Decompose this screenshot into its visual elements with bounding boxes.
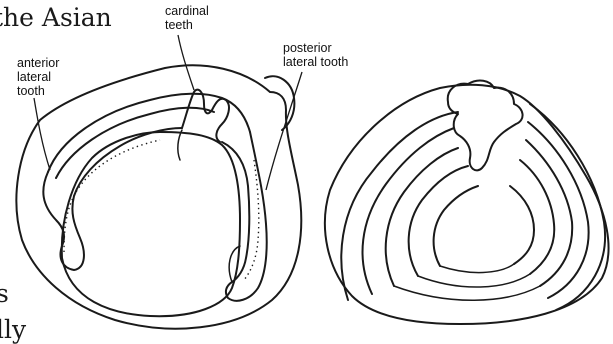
growth-line-5-right bbox=[510, 186, 534, 264]
label-cardinal-line-1: cardinal bbox=[165, 4, 209, 18]
growth-line-ventral-2 bbox=[418, 274, 530, 287]
growth-line-ventral bbox=[440, 264, 514, 273]
growth-line-2 bbox=[363, 128, 454, 294]
leader-cardinal-teeth bbox=[178, 35, 194, 90]
label-posterior-line-2: lateral tooth bbox=[283, 55, 348, 69]
growth-line-1 bbox=[341, 112, 458, 300]
svg-text:anterior lateral t: anterior lateral tooth bbox=[17, 56, 63, 98]
shell-outer-margin bbox=[16, 65, 301, 328]
label-anterior-line-1: anterior bbox=[17, 56, 59, 70]
posterior-lateral-tooth bbox=[222, 132, 267, 301]
growth-line-3 bbox=[386, 148, 458, 286]
exterior-shell-outline bbox=[325, 85, 609, 324]
hinge-plate-inner bbox=[56, 108, 214, 178]
inner-pallial-outline bbox=[62, 132, 240, 316]
shell-interior-view bbox=[16, 65, 301, 328]
cardinal-tooth-ridge bbox=[178, 130, 182, 160]
label-anterior-line-3: tooth bbox=[17, 84, 45, 98]
label-cardinal-line-2: teeth bbox=[165, 18, 193, 32]
anterior-lateral-tooth bbox=[43, 128, 182, 270]
label-anterior-line-2: lateral bbox=[17, 70, 51, 84]
growth-line-2-right bbox=[528, 122, 589, 298]
growth-line-3-right bbox=[526, 140, 572, 286]
eroded-umbo bbox=[448, 81, 523, 171]
growth-line-5 bbox=[434, 186, 478, 266]
svg-text:cardinal teeth: cardinal teeth bbox=[165, 4, 212, 32]
label-posterior-line-1: posterior bbox=[283, 41, 332, 55]
svg-text:posterior lateral tooth: posterior lateral tooth bbox=[283, 41, 348, 69]
leader-anterior-lateral-tooth bbox=[34, 98, 50, 170]
leader-posterior-lateral-tooth bbox=[266, 72, 302, 190]
label-posterior-lateral-tooth: posterior lateral tooth bbox=[266, 41, 348, 190]
shell-umbo bbox=[265, 76, 294, 130]
growth-line-ventral-3 bbox=[394, 286, 540, 300]
label-cardinal-teeth: cardinal teeth bbox=[165, 4, 212, 90]
growth-line-4-right bbox=[520, 160, 554, 274]
shell-exterior-view bbox=[325, 81, 609, 324]
